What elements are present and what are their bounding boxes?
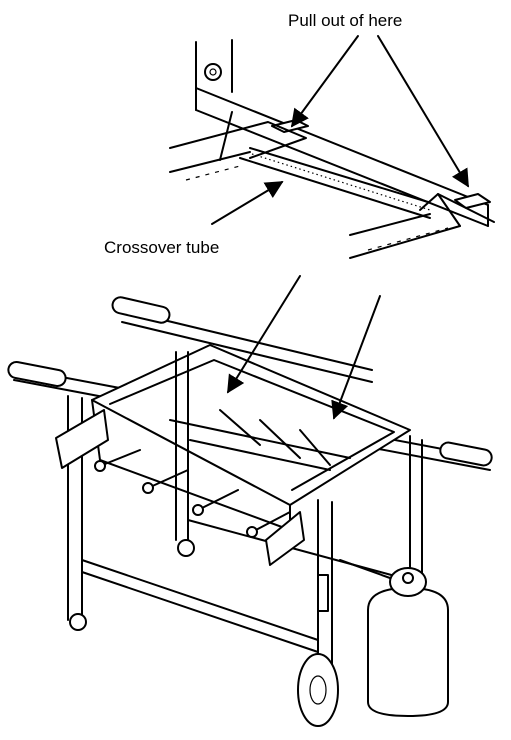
arrow-crossover [211,181,284,225]
front-handle-grip-right [439,441,493,467]
valve-knobs [94,449,291,538]
detail-rail-bottom [195,109,489,227]
caster-rear [177,539,195,557]
rear-handle-grip [111,296,171,324]
arrow-burner-left [227,275,301,394]
front-handle-grip-left [7,360,67,388]
grill-cart [7,296,493,727]
wheel-large [297,653,339,727]
detail-rail-top [195,87,489,206]
label-pull-out: Pull out of here [288,11,403,30]
detail-burner-right [419,193,495,223]
callout-arrows [211,35,469,420]
label-crossover-tube: Crossover tube [104,238,220,257]
detail-knob [204,63,222,81]
lower-shelf [81,559,319,641]
arrow-pull-right [377,35,469,188]
caster-left [69,613,87,631]
detail-view [169,39,495,259]
arrow-pull-left [290,35,359,128]
burner-tray [91,344,411,506]
detail-burner-left [169,121,307,159]
arrow-burner-right [331,295,381,420]
propane-tank [367,587,449,717]
leg-rear-left [175,351,189,541]
burner-grid [169,419,351,459]
rating-plate [317,574,329,612]
side-shield-left [55,409,109,469]
detail-crossover-tube [239,157,431,219]
side-shield-right [265,511,305,566]
